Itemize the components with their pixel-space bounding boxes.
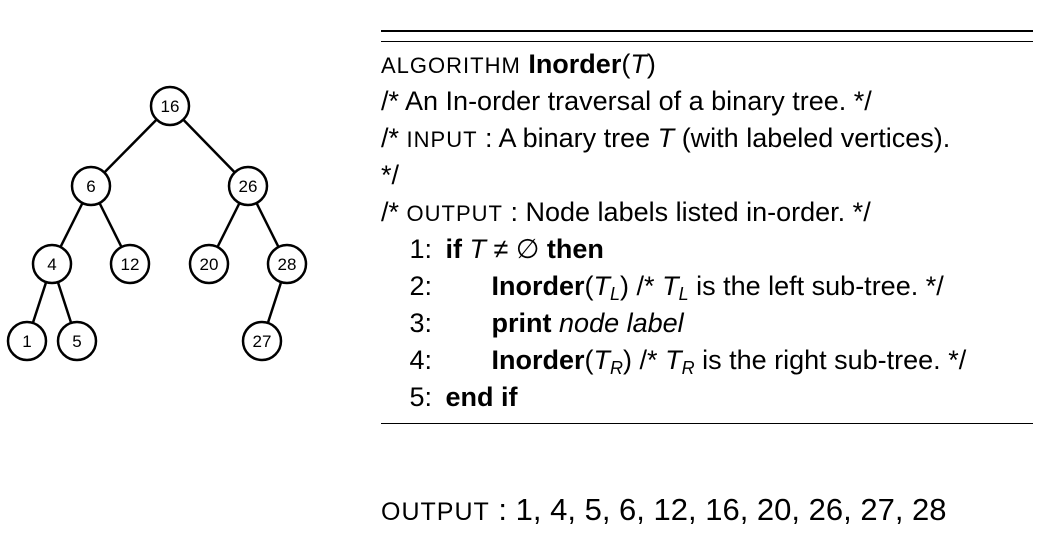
tree-node: 16: [149, 85, 191, 127]
top-double-rule-2: [381, 41, 1033, 42]
top-double-rule-1: [381, 30, 1033, 32]
tree-node-label: 4: [47, 255, 56, 274]
kw-end-if: end if: [445, 382, 518, 412]
tree-node: 6: [70, 165, 112, 207]
tree-node: 4: [31, 243, 73, 285]
comment-open: /*: [636, 271, 655, 301]
kw-print: print: [491, 308, 552, 338]
traversal-output: OUTPUT : 1, 4, 5, 6, 12, 16, 20, 26, 27,…: [381, 492, 947, 528]
sub-l: L: [610, 284, 621, 304]
tree-node-label: 1: [22, 332, 31, 351]
line-number: 4:: [409, 345, 432, 375]
tree-node-circle: [109, 243, 151, 285]
inorder-call-right: Inorder: [491, 345, 585, 375]
comment-var: T: [665, 345, 682, 375]
tree-node-circle: [149, 85, 191, 127]
sub-r: R: [610, 358, 624, 378]
input-var: T: [657, 123, 675, 153]
algorithm-name: Inorder: [528, 49, 622, 79]
algorithm-input-line: /* INPUT : A binary tree T (with labeled…: [381, 120, 1043, 157]
comment-sub-r: R: [681, 358, 695, 378]
inorder-call-left: Inorder: [491, 271, 585, 301]
tree-node: 20: [188, 243, 230, 285]
output-label: OUTPUT: [381, 498, 490, 526]
input-keyword: INPUT: [406, 127, 478, 152]
output-comment-open: /*: [381, 197, 400, 227]
algorithm-input-close: */: [381, 160, 400, 190]
tree-node-circle: [56, 320, 98, 362]
tree-node: 27: [241, 320, 283, 362]
input-text-b: (with labeled vertices).: [681, 123, 951, 153]
kw-if: if: [445, 234, 463, 264]
tree-node-label: 5: [72, 332, 81, 351]
tree-node-label: 27: [253, 332, 272, 351]
input-comment-open: /*: [381, 123, 400, 153]
algorithm-keyword: ALGORITHM: [381, 53, 521, 78]
tree-node-circle: [227, 165, 269, 207]
tree-node-circle: [6, 320, 48, 362]
algorithm-block: ALGORITHM Inorder(T) /* An In-order trav…: [381, 46, 1043, 416]
code-line-2: 2: Inorder(TL) /* TL is the left sub-tre…: [381, 268, 1043, 305]
tree-nodes: 16 6 26 4 12 20 28 1 5 27: [6, 85, 308, 362]
bottom-rule: [381, 423, 1033, 424]
tree-node: 5: [56, 320, 98, 362]
comment-open: /*: [639, 345, 658, 375]
comment-text: is the right sub-tree. */: [702, 345, 967, 375]
tree-node-label: 28: [278, 255, 297, 274]
not-empty-op: ≠ ∅: [493, 234, 540, 264]
output-text: : Node labels listed in-order. */: [510, 197, 871, 227]
binary-tree-diagram: 16 6 26 4 12 20 28 1 5 27: [6, 85, 308, 362]
tree-node-circle: [241, 320, 283, 362]
line-number: 1:: [409, 234, 432, 264]
line-number: 2:: [409, 271, 432, 301]
output-keyword: OUTPUT: [406, 201, 503, 226]
algorithm-param: T: [630, 49, 647, 79]
comment-sub-l: L: [678, 284, 689, 304]
algorithm-comment: /* An In-order traversal of a binary tre…: [381, 86, 872, 116]
tree-node-label: 16: [161, 97, 180, 116]
tree-node-label: 20: [200, 255, 219, 274]
output-values: 1, 4, 5, 6, 12, 16, 20, 26, 27, 28: [515, 492, 947, 527]
line-number: 3:: [409, 308, 432, 338]
code-line-5: 5: end if: [381, 379, 1043, 416]
algorithm-header: ALGORITHM Inorder(T): [381, 49, 656, 79]
code-line-4: 4: Inorder(TR) /* TR is the right sub-tr…: [381, 342, 1043, 379]
arg-t: T: [593, 345, 611, 375]
tree-node-label: 26: [239, 177, 258, 196]
tree-edges: [25, 105, 289, 342]
tree-node: 28: [266, 243, 308, 285]
print-arg: node label: [559, 308, 684, 338]
tree-node: 12: [109, 243, 151, 285]
code-line-3: 3: print node label: [381, 305, 1043, 342]
kw-then: then: [546, 234, 604, 264]
tree-node-label: 12: [121, 255, 140, 274]
algorithm-output-line: /* OUTPUT : Node labels listed in-order.…: [381, 194, 1043, 231]
tree-node: 26: [227, 165, 269, 207]
var-t: T: [469, 234, 487, 264]
output-separator: :: [498, 492, 508, 527]
tree-node-circle: [70, 165, 112, 207]
input-text-a: : A binary tree: [485, 123, 651, 153]
tree-node-circle: [266, 243, 308, 285]
arg-t: T: [593, 271, 611, 301]
line-number: 5:: [409, 382, 432, 412]
tree-node-circle: [31, 243, 73, 285]
comment-text: is the left sub-tree. */: [696, 271, 944, 301]
tree-node: 1: [6, 320, 48, 362]
comment-var: T: [662, 271, 679, 301]
tree-node-circle: [188, 243, 230, 285]
code-line-1: 1: if T ≠ ∅ then: [381, 231, 1043, 268]
tree-node-label: 6: [86, 177, 95, 196]
